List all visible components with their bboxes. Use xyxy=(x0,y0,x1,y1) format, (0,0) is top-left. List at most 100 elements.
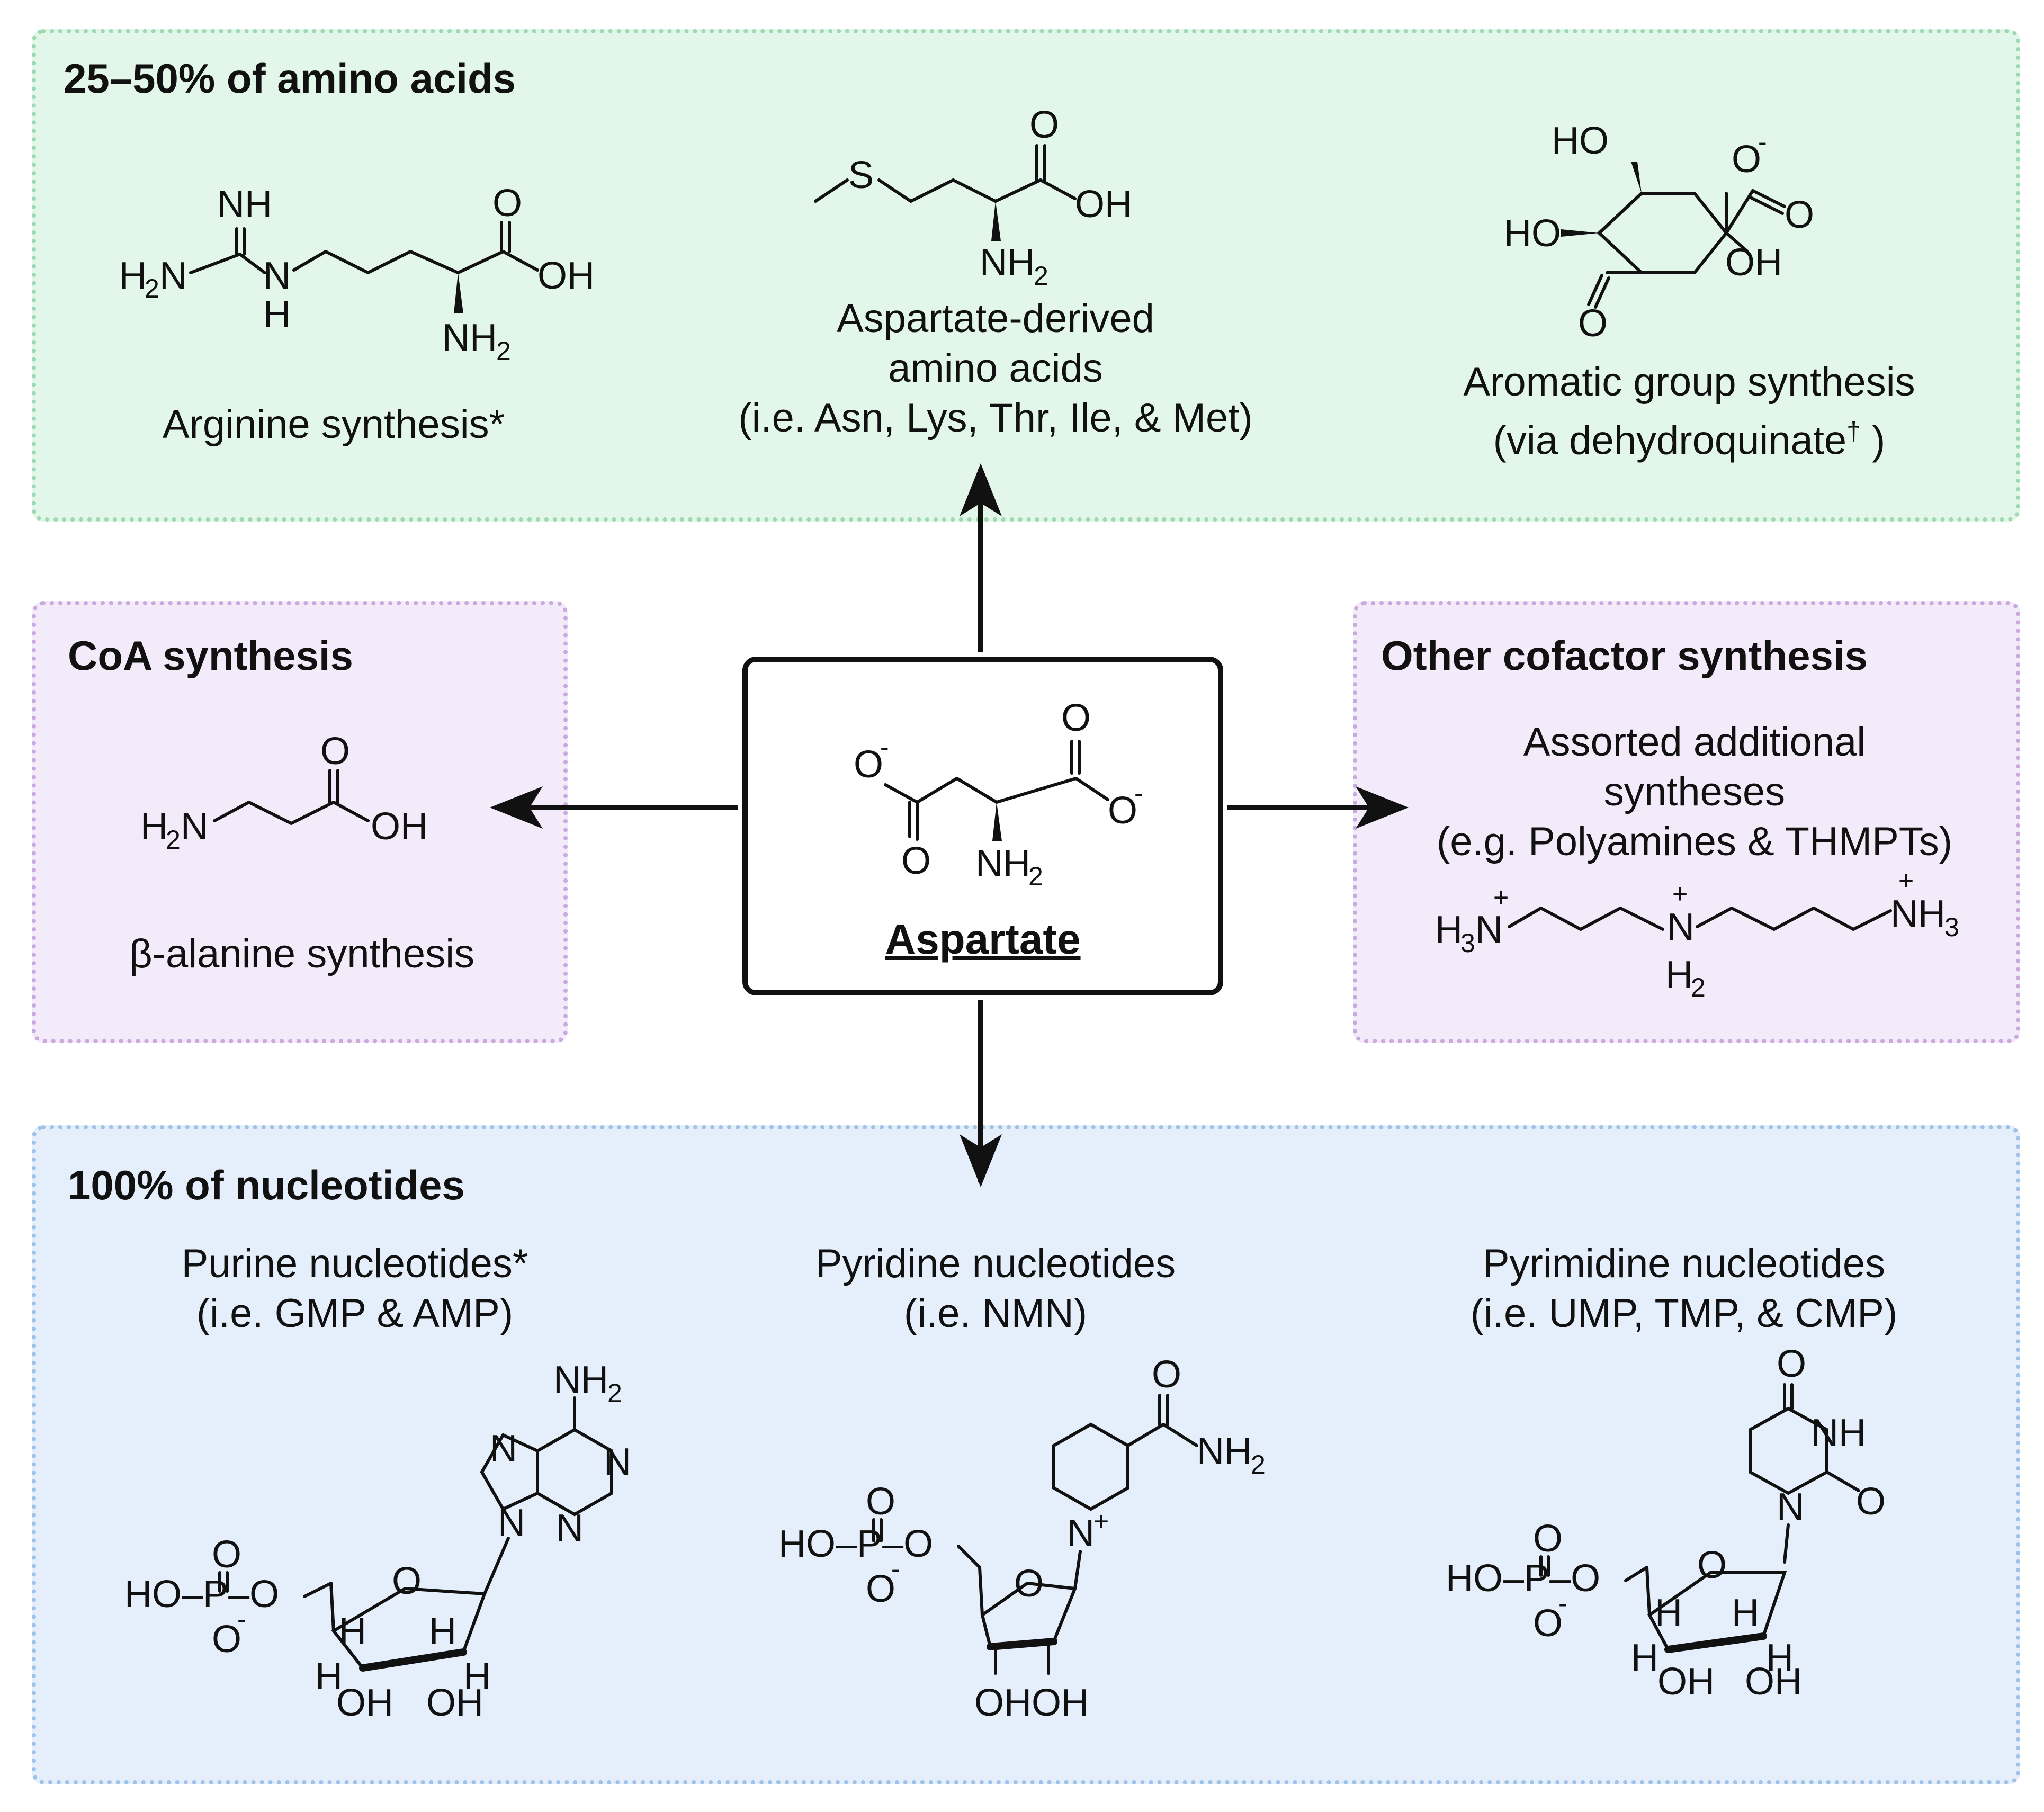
svg-text:N: N xyxy=(1667,906,1695,948)
svg-text:2: 2 xyxy=(145,274,159,303)
svg-text:HO: HO xyxy=(1552,120,1609,162)
cofactor-panel-title: Other cofactor synthesis xyxy=(1381,632,1868,679)
purine-caption-line-2: (i.e. GMP & AMP) xyxy=(196,1291,514,1336)
aromatic-caption-line-1: Aromatic group synthesis xyxy=(1463,360,1915,405)
svg-text:O: O xyxy=(901,840,931,882)
amino-acids-panel-title: 25–50% of amino acids xyxy=(64,55,516,102)
aspartate-structure: O O - O NH 2 O - xyxy=(854,697,1143,891)
svg-text:NH: NH xyxy=(1811,1412,1866,1454)
svg-text:2: 2 xyxy=(166,825,181,855)
svg-text:H: H xyxy=(1435,909,1463,951)
svg-text:HO–P–O: HO–P–O xyxy=(1446,1557,1600,1600)
svg-text:NH: NH xyxy=(217,183,272,226)
spermidine-structure: H 3 N + N + H 2 NH 3 + xyxy=(1435,866,1959,1002)
svg-text:H: H xyxy=(263,293,291,336)
svg-text:NH: NH xyxy=(1890,893,1946,935)
pyridine-caption-line-1: Pyridine nucleotides xyxy=(815,1241,1176,1286)
svg-text:OH: OH xyxy=(426,1682,483,1724)
svg-text:H: H xyxy=(1655,1592,1682,1634)
svg-text:HO–P–O: HO–P–O xyxy=(124,1573,279,1616)
svg-text:H: H xyxy=(140,805,168,848)
aspartate-label: Aspartate xyxy=(885,916,1081,963)
svg-text:H: H xyxy=(315,1655,343,1698)
svg-text:-: - xyxy=(1758,127,1767,157)
svg-text:2: 2 xyxy=(496,336,511,366)
svg-text:O: O xyxy=(1014,1563,1044,1605)
arginine-structure: NH H 2 N N H NH 2 O OH xyxy=(119,182,595,366)
svg-text:O: O xyxy=(1732,138,1761,181)
svg-text:H: H xyxy=(1766,1637,1794,1679)
svg-text:OH: OH xyxy=(336,1682,393,1724)
svg-text:OHOH: OHOH xyxy=(974,1682,1089,1724)
pyrimidine-caption: Pyrimidine nucleotides (i.e. UMP, TMP, &… xyxy=(1409,1239,1959,1339)
cofactor-caption-line-2: syntheses xyxy=(1603,769,1786,814)
svg-text:S: S xyxy=(848,154,874,196)
svg-text:N: N xyxy=(263,255,291,297)
svg-text:H: H xyxy=(119,255,147,297)
svg-text:OH: OH xyxy=(1725,241,1782,284)
svg-text:OH: OH xyxy=(1075,183,1132,226)
svg-text:2: 2 xyxy=(1034,261,1048,291)
svg-text:O: O xyxy=(392,1560,422,1602)
cofactor-caption-line-3: (e.g. Polyamines & THMPTs) xyxy=(1436,819,1953,864)
dehydroquinate-structure: HO HO O OH O - O xyxy=(1504,120,1814,345)
beta-alanine-structure: H 2 N O OH xyxy=(140,730,428,855)
other-cofactor-panel: Other cofactor synthesis xyxy=(1353,601,2020,1043)
svg-text:H: H xyxy=(1631,1637,1658,1679)
svg-text:NH: NH xyxy=(975,842,1030,885)
svg-text:-: - xyxy=(237,1604,246,1634)
purine-caption: Purine nucleotides* (i.e. GMP & AMP) xyxy=(116,1239,593,1339)
svg-text:H: H xyxy=(339,1610,366,1653)
coa-panel-title: CoA synthesis xyxy=(68,632,353,679)
svg-text:NH: NH xyxy=(553,1359,608,1401)
svg-text:O: O xyxy=(1029,104,1059,146)
svg-text:2: 2 xyxy=(1691,973,1706,1002)
purine-caption-line-1: Purine nucleotides* xyxy=(181,1241,528,1286)
svg-text:O: O xyxy=(1697,1544,1727,1586)
svg-text:H: H xyxy=(1732,1592,1759,1634)
aromatic-caption-line-2: (via dehydroquinate† ) xyxy=(1419,407,1959,465)
svg-text:O: O xyxy=(866,1568,895,1610)
svg-text:O: O xyxy=(854,743,883,786)
dagger-mark: † xyxy=(1846,418,1861,446)
svg-text:-: - xyxy=(1558,1589,1567,1618)
aspartate-box: O O - O NH 2 O - Aspartate xyxy=(742,657,1223,995)
svg-text:N: N xyxy=(1475,909,1503,951)
svg-text:O: O xyxy=(212,1618,241,1661)
amino-acids-panel: 25–50% of amino acids xyxy=(32,29,2020,522)
nmn-structure: O NH 2 N + HO–P–O O O - O OHOH xyxy=(778,1353,1266,1724)
ump-structure: O NH O N HO–P–O O O - O H H H H OH OH xyxy=(1446,1343,1886,1703)
svg-text:+: + xyxy=(1093,1506,1109,1536)
pyridine-caption-line-2: (i.e. NMN) xyxy=(903,1291,1088,1336)
aspartate-derived-caption: Aspartate-derived amino acids (i.e. Asn,… xyxy=(704,294,1287,443)
svg-text:OH: OH xyxy=(1657,1661,1715,1703)
aromatic-caption-close-paren: ) xyxy=(1872,418,1886,463)
svg-text:NH: NH xyxy=(980,241,1035,284)
svg-text:N: N xyxy=(490,1428,517,1470)
cofactor-caption-line-1: Assorted additional xyxy=(1523,720,1866,765)
arginine-caption: Arginine synthesis* xyxy=(162,402,505,447)
svg-text:2: 2 xyxy=(1028,862,1043,891)
svg-text:2: 2 xyxy=(1251,1450,1266,1479)
svg-text:H: H xyxy=(1665,954,1693,996)
svg-text:O: O xyxy=(1152,1353,1181,1396)
svg-text:O: O xyxy=(1578,302,1608,345)
svg-text:H: H xyxy=(463,1655,491,1698)
svg-text:N: N xyxy=(181,805,208,848)
svg-text:O: O xyxy=(320,730,350,773)
svg-text:OH: OH xyxy=(371,805,428,848)
svg-text:2: 2 xyxy=(607,1378,622,1408)
svg-text:O: O xyxy=(1777,1343,1806,1385)
svg-text:NH: NH xyxy=(1197,1430,1252,1473)
beta-alanine-caption: β-alanine synthesis xyxy=(129,931,475,976)
nucleotides-panel: 100% of nucleotides xyxy=(32,1125,2020,1784)
svg-text:-: - xyxy=(1134,778,1143,808)
svg-text:O: O xyxy=(492,182,522,225)
svg-text:O: O xyxy=(1533,1602,1563,1645)
pyridine-caption: Pyridine nucleotides (i.e. NMN) xyxy=(757,1239,1234,1339)
svg-text:HO–P–O: HO–P–O xyxy=(778,1523,933,1565)
aspartate-derived-caption-line-2: amino acids xyxy=(888,346,1103,391)
svg-text:N: N xyxy=(556,1507,584,1549)
svg-text:O: O xyxy=(1061,697,1091,739)
